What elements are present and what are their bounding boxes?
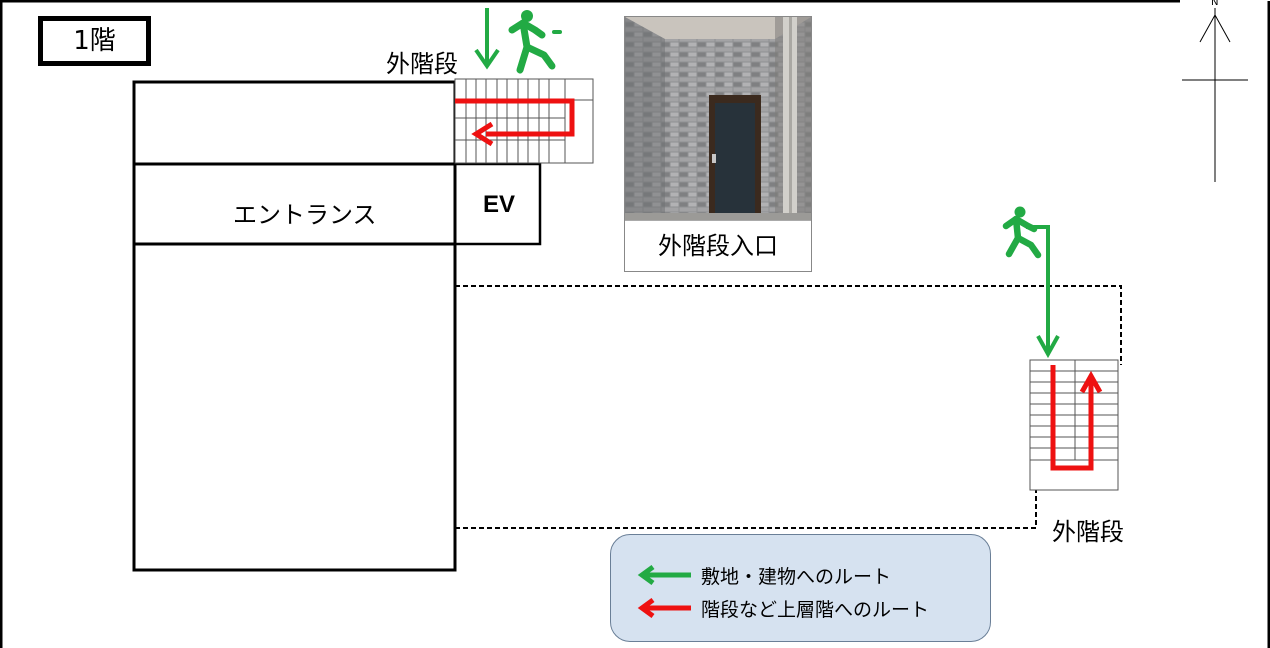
stair-label-top: 外階段 [386,50,458,78]
floor-label: 1階 [38,16,151,66]
stair-entrance-photo: 外階段入口 [624,16,812,272]
exit-runner-icon [508,10,562,74]
main-building [132,80,457,572]
photo-image [625,17,811,221]
photo-caption: 外階段入口 [625,220,811,271]
route-red-right [1050,365,1103,471]
elevator-room [455,162,542,246]
green-arrow-icon [637,565,691,585]
site-boundary [455,285,1122,529]
legend-item-green: 敷地・建物へのルート [637,560,891,590]
route-green-top [474,8,500,70]
compass-icon [1182,8,1248,182]
legend: 敷地・建物へのルート 階段など上層階へのルート [610,534,991,642]
route-red-top [455,98,575,147]
red-arrow-icon [637,598,691,618]
stair-label-right: 外階段 [1052,518,1124,546]
elevator-label: EV [483,191,516,218]
exit-runner-icon [1002,206,1042,259]
legend-label-green: 敷地・建物へのルート [701,565,892,588]
legend-item-red: 階段など上層階へのルート [637,593,929,623]
legend-label-red: 階段など上層階へのルート [701,598,930,621]
entrance-label: エントランス [233,201,377,229]
compass-north-label: N [1211,0,1219,8]
